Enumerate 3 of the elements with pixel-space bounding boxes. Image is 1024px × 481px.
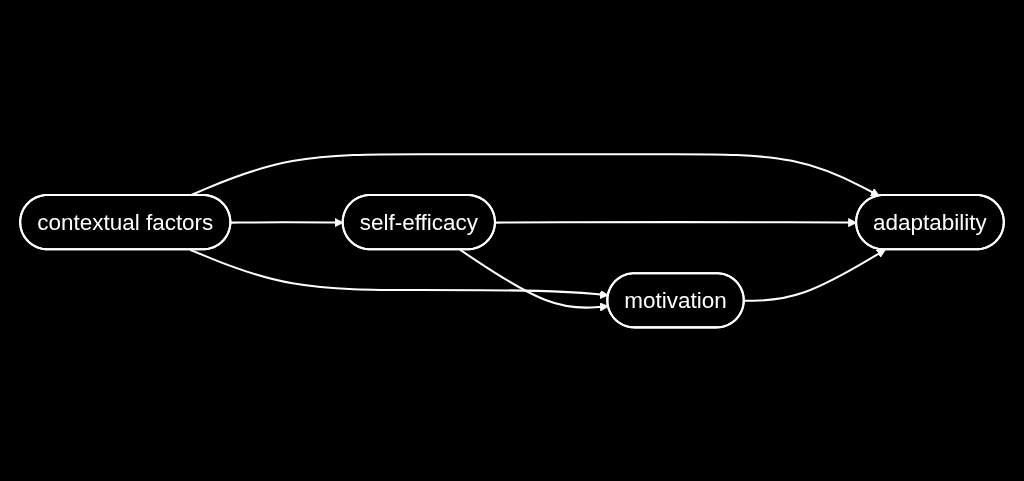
arrow [744,249,886,302]
arrow [189,248,609,299]
arrow [459,248,609,312]
